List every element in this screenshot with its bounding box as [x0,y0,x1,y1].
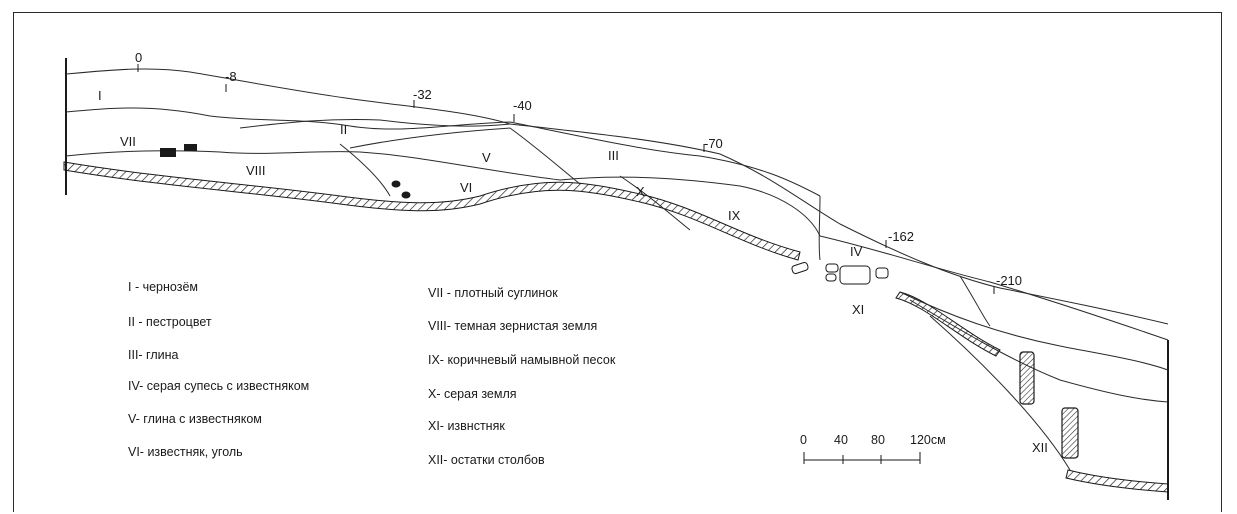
legend-item-IV: IV- серая супесь с известняком [128,379,309,393]
legend-item-XII: XII- остатки столбов [428,453,545,467]
scale-tick-40: 40 [834,433,848,447]
legend-item-VII: VII - плотный суглинок [428,286,558,300]
zone-label-VI: VI [460,180,472,195]
zone-label-II: II [340,122,347,137]
scale-tick-0: 0 [800,433,807,447]
zone-label-VIII: VIII [246,163,266,178]
legend-item-IX: IX- коричневый намывной песок [428,353,616,367]
scale-tick-120: 120см [910,433,946,447]
legend-item-I: I - чернозём [128,280,198,294]
zone-label-IV: IV [850,244,863,259]
zone-label-X: X [636,184,645,199]
depth-ticks [137,64,995,294]
zone-label-XII: XII [1032,440,1048,455]
depth-label-8: -8 [225,69,237,84]
zone-label-V: V [482,150,491,165]
depth-label-210: -210 [996,273,1022,288]
zone-labels: I II III V VI VII VIII IX X IV XI XII [98,88,1048,455]
zone-label-III: III [608,148,619,163]
depth-label-40: -40 [513,98,532,113]
legend-item-V: V- глина с известняком [128,412,262,426]
artifact-blocks [160,144,197,157]
charcoal-lumps [391,180,411,199]
scale-bar: 0 40 80 120см [800,433,946,464]
legend: I - чернозём II - пестроцвет III- глина … [128,280,616,467]
zone-label-IX: IX [728,208,741,223]
legend-item-X: X- серая земля [428,387,517,401]
bedrock-hatch [63,161,1169,493]
zone-label-XI: XI [852,302,864,317]
legend-item-VIII: VIII- темная зернистая земля [428,319,597,333]
depth-label-70: -70 [704,136,723,151]
depth-labels: 0 -8 -32 -40 -70 -162 -210 [135,50,1022,288]
legend-item-VI: VI- известняк, уголь [128,445,243,459]
depth-label-32: -32 [413,87,432,102]
legend-item-III: III- глина [128,348,179,362]
zone-label-VII: VII [120,134,136,149]
horizon-lines [65,68,1169,471]
legend-item-XI: XI- извнстняк [428,419,505,433]
depth-label-162: -162 [888,229,914,244]
limestone-blocks [791,262,889,285]
section-walls [65,58,1169,500]
legend-item-II: II - пестроцвет [128,315,212,329]
post-remains [1019,351,1079,459]
depth-label-0: 0 [135,50,142,65]
scale-tick-80: 80 [871,433,885,447]
zone-label-I: I [98,88,102,103]
